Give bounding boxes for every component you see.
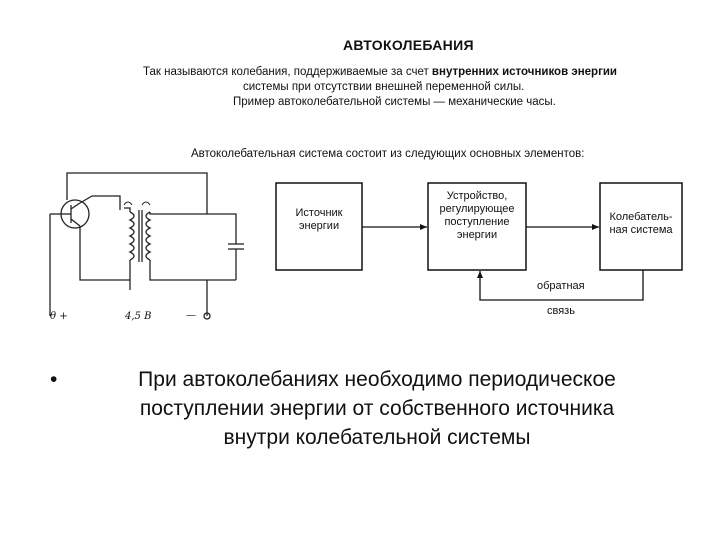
bullet-line-3: внутри колебательной системы — [223, 426, 531, 449]
circuit-voltage-label: 4,5 В — [125, 311, 152, 322]
intro-definition: Так называются колебания, поддерживаемые… — [143, 65, 703, 110]
bullet-point: • При автоколебаниях необходимо периодич… — [50, 365, 700, 452]
block-oscillator-line-1: Колебатель- — [609, 211, 673, 223]
intro-line-1: Так называются колебания, поддерживаемые… — [143, 65, 703, 80]
circuit-minus-label: — — [186, 310, 196, 321]
intro-line-2: системы при отсутствии внешней переменно… — [243, 81, 525, 93]
block-regulator-line-1: Устройство, — [446, 190, 508, 202]
components-heading: Автоколебательная система состоит из сле… — [191, 148, 585, 160]
bullet-line-2: поступлении энергии от собственного исто… — [139, 397, 615, 420]
slide-title: АВТОКОЛЕБАНИЯ — [343, 37, 474, 53]
intro-line-1-bold: внутренних источников энергии — [431, 66, 617, 78]
feedback-label-2: связь — [547, 305, 575, 317]
block-oscillator-label: Колебатель- ная система — [600, 211, 682, 237]
feedback-label-1: обратная — [537, 280, 585, 292]
terminal-minus — [203, 312, 211, 320]
block-energy-source — [275, 182, 363, 271]
circuit-schematic — [49, 172, 244, 320]
arrow-feedback — [477, 270, 644, 301]
block-oscillator — [599, 182, 683, 271]
block-regulator-line-4: энергии — [456, 229, 498, 241]
intro-line-1-text: Так называются колебания, поддерживаемые… — [143, 66, 432, 78]
intro-line-3: Пример автоколебательной системы — механ… — [233, 96, 556, 108]
block-source-label: Источник энергии — [276, 207, 362, 233]
coil-secondary — [145, 211, 152, 261]
bullet-symbol: • — [50, 368, 58, 391]
block-oscillator-line-2: ная система — [609, 224, 673, 236]
block-regulator — [427, 182, 527, 271]
bullet-line-1: При автоколебаниях необходимо периодичес… — [138, 368, 616, 391]
block-regulator-line-2: регулирующее — [439, 203, 515, 215]
block-regulator-label: Устройство, регулирующее поступление эне… — [428, 190, 526, 242]
block-source-line-1: Источник — [295, 207, 343, 219]
circuit-plus-label: θ + — [50, 311, 68, 322]
block-source-line-2: энергии — [298, 220, 340, 232]
coil-primary — [128, 211, 135, 261]
block-regulator-line-3: поступление — [444, 216, 510, 228]
